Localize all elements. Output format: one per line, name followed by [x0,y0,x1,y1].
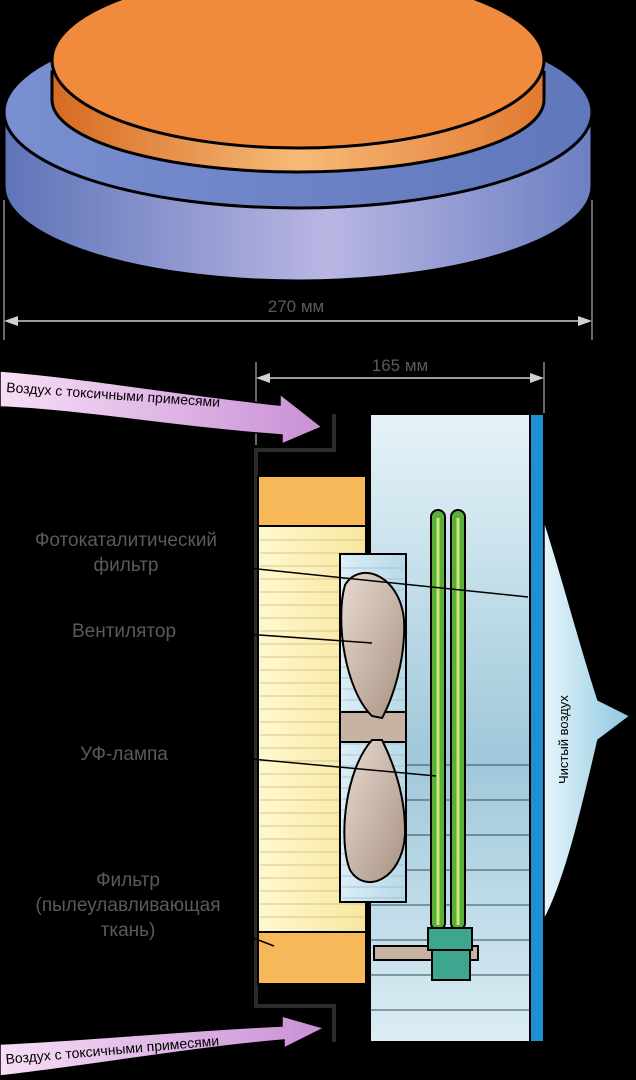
uv-lamp-label: УФ-лампа [80,744,168,765]
top-disk-face [50,0,546,150]
depth-label: 165 мм [372,356,428,375]
photocatalytic-label-line1: Фотокаталитический [35,530,217,551]
outlet-arrow: Чистый воздух [543,519,632,921]
photocatalytic-label-line2: фильтр [93,555,158,576]
callouts: Фотокаталитический фильтр Вентилятор УФ-… [35,530,529,947]
dust-filter-top-band [257,475,367,527]
cross-section [254,413,545,1043]
photocatalytic-filter [529,413,545,1043]
uv-lamp [373,509,479,981]
width-dimension: 270 мм [3,200,593,340]
width-label: 270 мм [268,297,324,316]
dust-filter-label-line2: (пылеулавливающая [36,895,221,916]
housing-outline [254,414,336,1042]
uv-lamp-socket [427,927,473,951]
fan-blade-lower [343,739,407,883]
dust-filter-label-line3: ткань) [101,920,156,941]
inlet-arrow-bottom: Воздух с токсичными примесями [0,1015,327,1077]
fan-blade-upper [340,572,406,720]
inlet-arrow-top: Воздух с токсичными примесями [0,370,324,446]
device-top-view [2,0,594,283]
dust-filter-bottom-band [257,931,367,985]
fan-label: Вентилятор [72,621,176,642]
outlet-label: Чистый воздух [556,695,571,784]
dust-filter-label-line1: Фильтр [96,870,160,891]
